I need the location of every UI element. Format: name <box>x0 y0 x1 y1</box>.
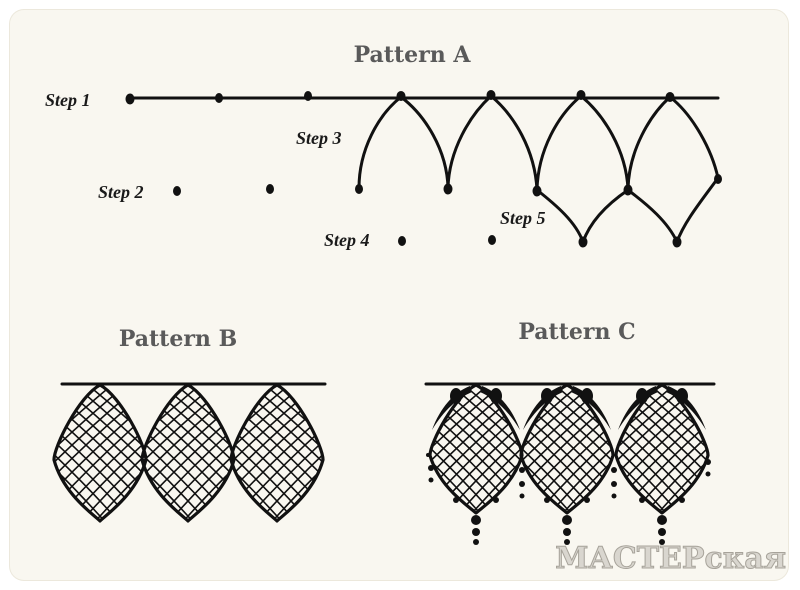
ink-dot <box>564 539 570 545</box>
step-3-arcs <box>399 94 720 192</box>
step-5-arcs <box>535 176 720 244</box>
ink-dot <box>472 528 480 536</box>
ink-dot <box>541 388 553 404</box>
ink-dot <box>519 493 525 499</box>
shaded-crescent <box>523 386 563 430</box>
shaded-crescent <box>571 386 611 430</box>
step-5-label: Step 5 <box>500 208 546 228</box>
scale-outline <box>52 383 148 523</box>
ink-dot <box>658 528 666 536</box>
step-2-label: Step 2 <box>98 182 144 202</box>
step-3-label: Step 3 <box>296 128 342 148</box>
pattern-b-drawing <box>52 382 327 523</box>
step-3-arc <box>357 95 403 190</box>
shaded-crescent <box>666 386 706 430</box>
ink-dot <box>493 497 499 503</box>
step-4-label: Step 4 <box>324 230 370 250</box>
shaded-crescent <box>480 386 520 430</box>
shaded-crescent <box>432 386 472 430</box>
pattern-c-drawing <box>424 382 716 545</box>
scale-outline <box>229 383 325 523</box>
pattern-c-title: Pattern C <box>518 319 635 345</box>
step-1-dot <box>304 91 312 101</box>
ink-dot <box>679 497 685 503</box>
ink-dot <box>490 388 502 404</box>
ink-dot <box>544 497 550 503</box>
ink-dot <box>563 528 571 536</box>
pattern-a-title: Pattern A <box>354 42 472 68</box>
ink-dot <box>519 467 525 473</box>
step-1-label: Step 1 <box>45 90 91 110</box>
ink-dot <box>659 539 665 545</box>
ink-dot <box>636 388 648 404</box>
pattern-b-title: Pattern B <box>119 326 237 352</box>
ink-dot <box>611 467 617 473</box>
ink-dot <box>705 471 711 477</box>
step-4-dot <box>488 235 496 245</box>
ink-dot <box>519 481 525 487</box>
ink-dot <box>453 497 459 503</box>
step-2-dot <box>266 184 274 194</box>
ink-dot <box>611 481 617 487</box>
scale-motif <box>519 383 615 515</box>
ink-dot <box>639 497 645 503</box>
ink-dot <box>584 497 590 503</box>
ink-dot <box>450 388 462 404</box>
crosshatch-grid <box>521 385 613 513</box>
ink-dot <box>705 459 711 465</box>
scale-outline <box>614 383 710 515</box>
pattern-a-drawing <box>125 90 722 248</box>
ink-dot <box>426 453 430 457</box>
ink-dot <box>611 493 617 499</box>
ink-dot <box>562 515 572 525</box>
ink-dot <box>471 515 481 525</box>
ink-dot <box>581 388 593 404</box>
ink-dot <box>473 539 479 545</box>
watermark: МАСТЕРская <box>555 541 786 576</box>
ink-dot <box>428 477 434 483</box>
step-1-dot <box>125 93 135 105</box>
ink-dot <box>428 465 434 471</box>
step-2-dot <box>173 186 181 196</box>
step-4-dot <box>398 236 406 246</box>
step-1-dot <box>215 93 223 103</box>
ink-dot <box>676 388 688 404</box>
ink-dot <box>657 515 667 525</box>
scale-outline <box>519 383 615 515</box>
shaded-crescent <box>618 386 658 430</box>
